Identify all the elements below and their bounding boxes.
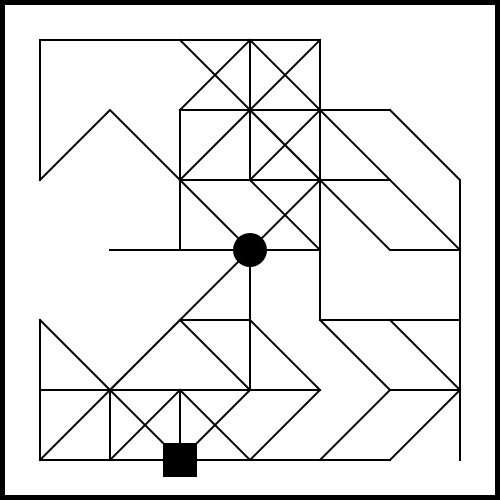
- path-network: [38, 38, 462, 462]
- path-segment: [108, 318, 182, 392]
- path-segment: [248, 108, 322, 182]
- path-segment: [388, 108, 461, 461]
- path-segment: [108, 388, 182, 462]
- path-segment: [318, 318, 392, 462]
- path-segment: [318, 108, 462, 252]
- path-segment: [38, 108, 182, 182]
- path-segment: [318, 178, 461, 251]
- path-segment: [248, 38, 322, 112]
- path-segment: [178, 38, 252, 112]
- filled-circle-icon[interactable]: [233, 233, 267, 267]
- filled-square-icon[interactable]: [163, 443, 197, 477]
- path-segment: [39, 39, 321, 181]
- path-segment: [248, 318, 322, 462]
